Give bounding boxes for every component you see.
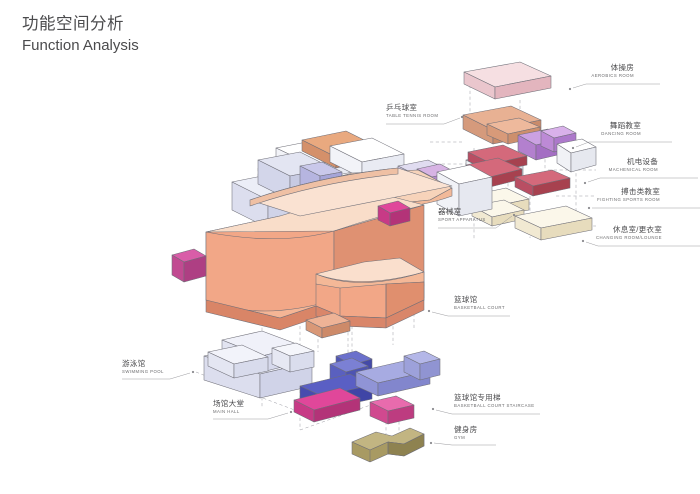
label-aerobics-room-cn: 体操房 bbox=[610, 63, 634, 72]
label-gym: 健身房 GYM bbox=[454, 425, 534, 441]
page-title-en: Function Analysis bbox=[22, 36, 139, 54]
page-title: 功能空间分析 Function Analysis bbox=[22, 14, 139, 55]
label-machenical-room-cn: 机电设备 bbox=[626, 157, 658, 166]
block-blue-bar-group bbox=[293, 350, 441, 423]
label-dancing-room-cn: 舞蹈教室 bbox=[609, 121, 641, 130]
block-basketball-court-staircase bbox=[369, 395, 415, 425]
block-machenical-room bbox=[556, 138, 597, 173]
label-fighting-sports-room-cn: 搏击类教室 bbox=[621, 187, 660, 196]
label-changing-room-lounge: 休息室/更衣室 CHANGING ROOM/LOUNGE bbox=[524, 225, 662, 241]
label-sport-apparatus: 器械室 SPORT APPARATUS bbox=[438, 207, 538, 223]
label-aerobics-room: 体操房 AEROBICS ROOM bbox=[538, 63, 634, 79]
label-table-tennis-room-cn: 乒乓球室 bbox=[386, 103, 418, 112]
label-main-hall-cn: 场馆大堂 bbox=[213, 399, 245, 408]
label-dancing-room-en: DANCING ROOM bbox=[601, 131, 641, 137]
block-swimming-pool bbox=[207, 344, 269, 379]
label-basketball-court-staircase-en: BASKETBALL COURT STAIRCASE bbox=[454, 403, 535, 409]
label-fighting-sports-room: 搏击类教室 FIGHTING SPORTS ROOM bbox=[532, 187, 660, 203]
label-main-hall-en: MAIN HALL bbox=[213, 409, 240, 415]
page-title-cn: 功能空间分析 bbox=[22, 15, 124, 33]
label-gym-en: GYM bbox=[454, 435, 466, 441]
label-sport-apparatus-en: SPORT APPARATUS bbox=[438, 217, 486, 223]
block-aerobics-room bbox=[463, 61, 552, 100]
label-aerobics-room-en: AEROBICS ROOM bbox=[591, 73, 634, 79]
label-basketball-court-staircase-cn: 篮球馆专用梯 bbox=[454, 393, 501, 402]
label-basketball-court: 篮球馆 BASKETBALL COURT bbox=[454, 295, 554, 311]
block-table-tennis-room-secondary bbox=[486, 117, 541, 145]
label-fighting-sports-room-en: FIGHTING SPORTS ROOM bbox=[597, 197, 660, 203]
block-gym bbox=[351, 427, 425, 463]
block-magenta-accent-left bbox=[171, 248, 207, 283]
label-basketball-court-staircase: 篮球馆专用梯 BASKETBALL COURT STAIRCASE bbox=[454, 393, 580, 409]
label-basketball-court-cn: 篮球馆 bbox=[454, 295, 478, 304]
block-orange-link bbox=[305, 312, 351, 339]
label-machenical-room-en: MACHENICAL ROOM bbox=[608, 167, 658, 173]
label-swimming-pool: 游泳馆 SWIMMING POOL bbox=[122, 359, 212, 375]
label-machenical-room: 机电设备 MACHENICAL ROOM bbox=[542, 157, 658, 173]
block-changing-room-lounge bbox=[514, 205, 593, 241]
label-swimming-pool-en: SWIMMING POOL bbox=[122, 369, 164, 375]
block-main-upper-white-right bbox=[329, 137, 405, 179]
label-sport-apparatus-cn: 器械室 bbox=[438, 207, 462, 216]
label-table-tennis-room: 乒乓球室 TABLE TENNIS ROOM bbox=[386, 103, 496, 119]
block-fighting-sports-room-c bbox=[514, 169, 571, 197]
label-basketball-court-en: BASKETBALL COURT bbox=[454, 305, 505, 311]
block-salmon-roof-plate bbox=[249, 167, 453, 217]
label-dancing-room: 舞蹈教室 DANCING ROOM bbox=[541, 121, 641, 137]
label-swimming-pool-cn: 游泳馆 bbox=[122, 359, 146, 368]
block-magenta-accent-right bbox=[377, 200, 411, 227]
label-main-hall: 场馆大堂 MAIN HALL bbox=[213, 399, 303, 415]
label-changing-room-lounge-cn: 休息室/更衣室 bbox=[612, 225, 662, 234]
label-gym-cn: 健身房 bbox=[454, 425, 478, 434]
label-table-tennis-room-en: TABLE TENNIS ROOM bbox=[386, 113, 439, 119]
label-changing-room-lounge-en: CHANGING ROOM/LOUNGE bbox=[595, 235, 662, 241]
